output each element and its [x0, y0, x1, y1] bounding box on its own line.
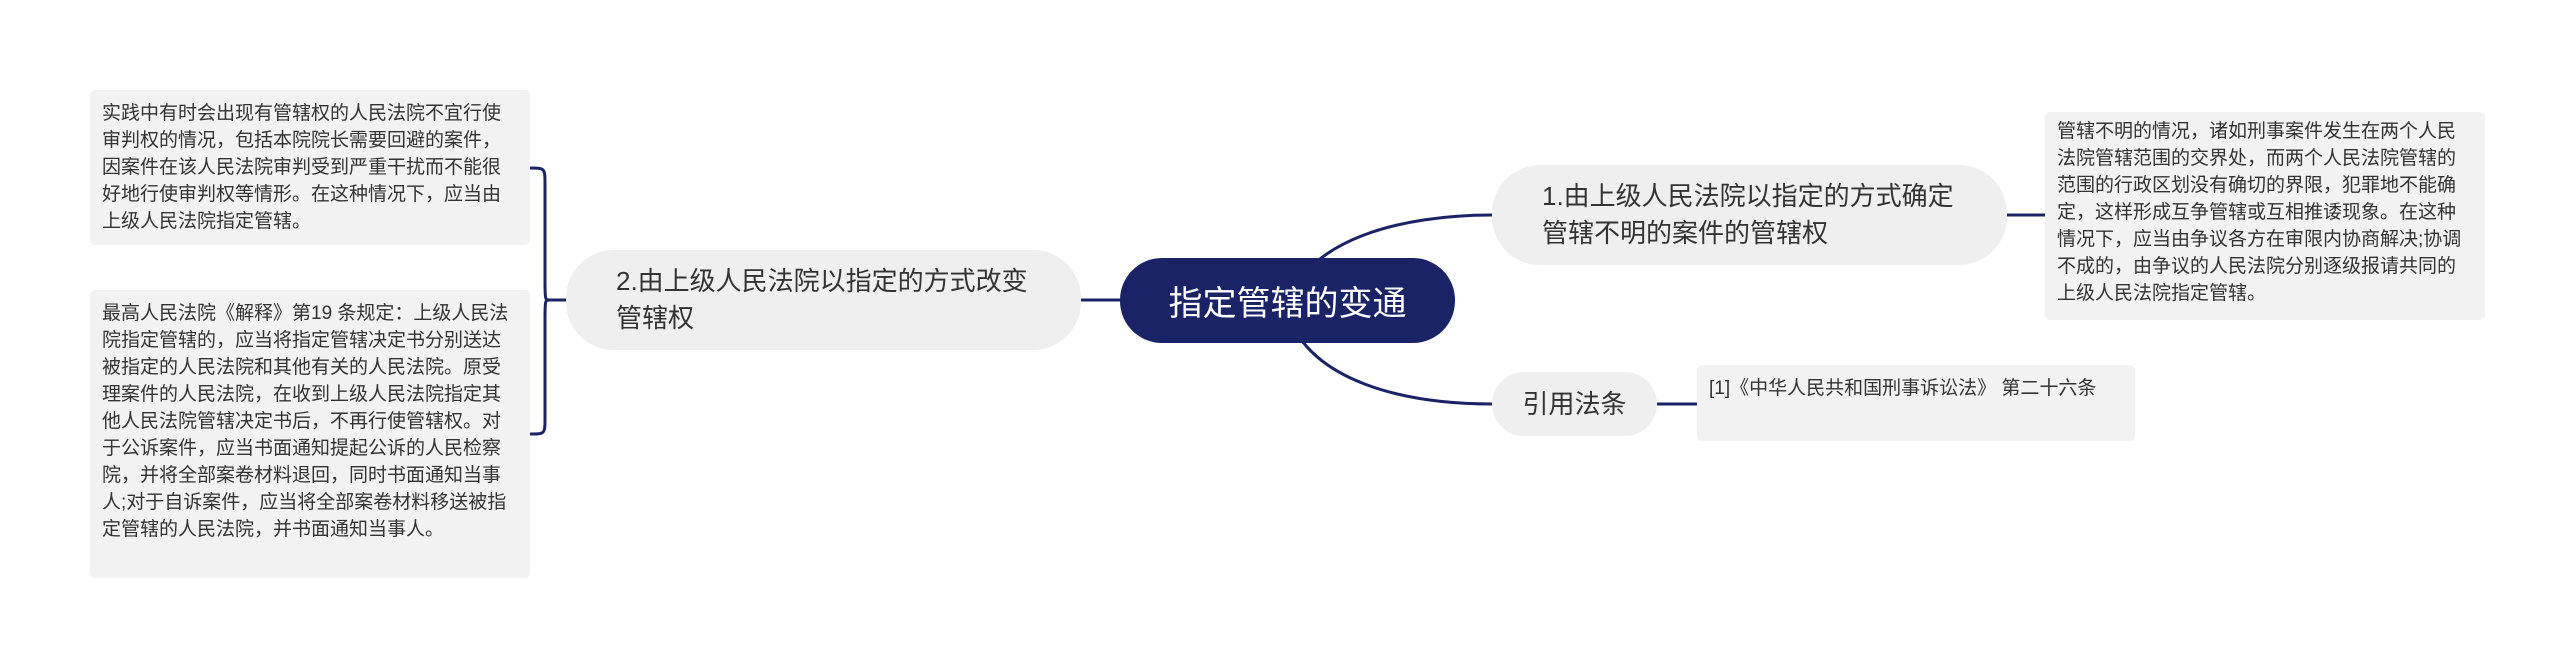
branch-topic-2[interactable]: 2.由上级人民法院以指定的方式改变管辖权	[566, 250, 1081, 350]
branch-topic-2-label: 2.由上级人民法院以指定的方式改变管辖权	[616, 266, 1028, 333]
branch-topic-citation[interactable]: 引用法条	[1492, 372, 1657, 436]
leaf-note-unsuitable-court[interactable]: 实践中有时会出现有管辖权的人民法院不宜行使审判权的情况，包括本院院长需要回避的案…	[90, 90, 530, 245]
leaf-note-text: 最高人民法院《解释》第19 条规定：上级人民法院指定管辖的，应当将指定管辖决定书…	[102, 303, 509, 540]
branch-topic-1-label: 1.由上级人民法院以指定的方式确定管辖不明的案件的管辖权	[1542, 181, 1954, 248]
leaf-note-unclear-jurisdiction[interactable]: 管辖不明的情况，诸如刑事案件发生在两个人民法院管辖范围的交界处，而两个人民法院管…	[2045, 112, 2485, 320]
link-b2-leaf-bottom	[529, 298, 566, 436]
leaf-note-text: [1]《中华人民共和国刑事诉讼法》 第二十六条	[1709, 378, 2097, 399]
leaf-note-law-reference[interactable]: [1]《中华人民共和国刑事诉讼法》 第二十六条	[1697, 365, 2135, 441]
branch-topic-citation-label: 引用法条	[1522, 388, 1627, 419]
root-topic[interactable]: 指定管辖的变通	[1120, 258, 1455, 343]
link-b2-leaf-top	[529, 166, 566, 302]
leaf-note-text: 管辖不明的情况，诸如刑事案件发生在两个人民法院管辖范围的交界处，而两个人民法院管…	[2057, 121, 2462, 304]
root-topic-label: 指定管辖的变通	[1168, 285, 1407, 323]
leaf-note-text: 实践中有时会出现有管辖权的人民法院不宜行使审判权的情况，包括本院院长需要回避的案…	[102, 103, 502, 232]
leaf-note-interpretation-article-19[interactable]: 最高人民法院《解释》第19 条规定：上级人民法院指定管辖的，应当将指定管辖决定书…	[90, 290, 530, 578]
branch-topic-1[interactable]: 1.由上级人民法院以指定的方式确定管辖不明的案件的管辖权	[1492, 165, 2007, 265]
